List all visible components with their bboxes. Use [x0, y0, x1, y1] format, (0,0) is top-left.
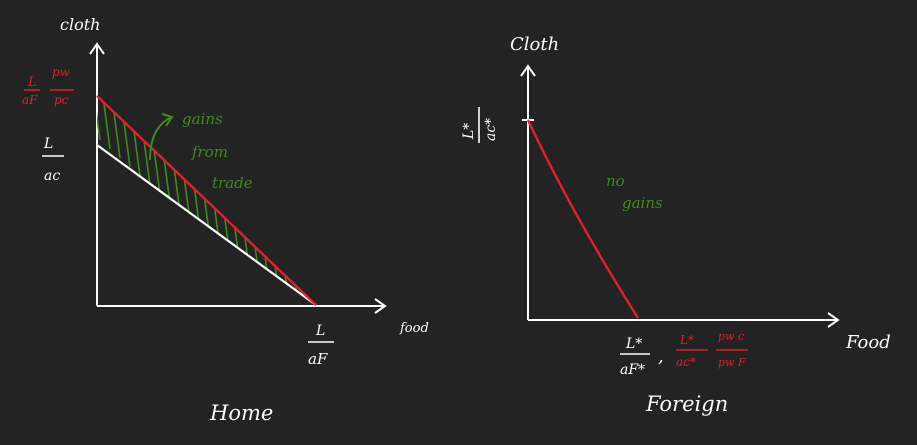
foreign-x-intercept-trade-label: L* ac* pw c pw F [676, 330, 748, 369]
gains-line-2: from [191, 143, 228, 161]
gains-hatch-stroke [121, 106, 131, 168]
foreign-ppf-line [526, 119, 640, 319]
home-autarky-ppf-line [96, 144, 317, 306]
home-x-axis-label: food [399, 321, 429, 336]
home-x-intercept-num: L [315, 323, 325, 339]
foreign-x-intercept-num: L* [625, 336, 642, 352]
foreign-x-axis-arrowhead [827, 312, 840, 328]
gains-hatch-stroke [141, 124, 151, 186]
foreign-x-intercept-label: L* aF* , [620, 336, 664, 378]
home-panel: cloth L aF pw pc L ac L aF food gains [22, 15, 429, 425]
home-x-intercept-label: L aF [308, 323, 334, 368]
no-gains-line-2: gains [622, 194, 663, 212]
gains-hatch-stroke [271, 241, 281, 303]
foreign-trade-price-num: pw c [718, 330, 744, 343]
gains-hatch-stroke [251, 223, 261, 285]
home-x-intercept-den: aF [308, 350, 328, 368]
gains-hatch-stroke [111, 97, 121, 159]
home-trade-price-den: pc [54, 93, 69, 107]
home-autarky-den: ac [44, 168, 60, 184]
foreign-y-intercept-num: L* [461, 123, 477, 140]
foreign-x-axis-label: Food [845, 332, 891, 353]
gains-line-1: gains [182, 110, 223, 128]
gains-hatch-stroke [261, 232, 271, 294]
home-y-intercept-autarky-label: L ac [42, 136, 64, 184]
gains-arrow [149, 116, 173, 161]
foreign-y-axis-label: Cloth [510, 34, 559, 55]
home-trade-ratio-num: L [27, 75, 37, 90]
foreign-panel: Cloth L* ac* L* aF* , L* ac* pw c pw F F… [461, 34, 891, 416]
home-trade-line [96, 95, 317, 306]
gains-hatch-stroke [97, 96, 101, 141]
gains-hatch-stroke [241, 214, 251, 276]
gains-hatch-stroke [201, 178, 211, 240]
foreign-trade-ratio-den: ac* [676, 355, 696, 369]
home-autarky-num: L [43, 136, 53, 152]
gains-hatch-stroke [191, 169, 201, 231]
foreign-trade-ratio-num: L* [679, 333, 694, 347]
gains-hatch-stroke [211, 187, 221, 249]
foreign-y-intercept-label: L* ac* [461, 107, 499, 143]
foreign-trade-price-den: pw F [718, 356, 746, 369]
foreign-x-intercept-den: aF* [620, 362, 645, 378]
gains-line-3: trade [212, 174, 253, 192]
home-y-axis-label: cloth [60, 15, 100, 34]
foreign-caption: Foreign [645, 392, 728, 416]
home-trade-price-num: pw [52, 65, 71, 79]
gains-hatch-stroke [101, 96, 111, 150]
gains-hatch-stroke [131, 115, 141, 177]
no-gains-annotation: no gains [606, 172, 663, 212]
home-y-intercept-trade-label: L aF pw pc [22, 65, 74, 107]
home-y-axis-arrowhead [89, 42, 105, 55]
home-trade-ratio-den: aF [22, 93, 38, 107]
home-caption: Home [209, 401, 273, 425]
home-x-axis-arrowhead [374, 298, 387, 314]
foreign-y-intercept-den: ac* [483, 118, 499, 141]
foreign-y-axis-arrowhead [520, 64, 536, 77]
gains-annotation: gains from trade [182, 110, 253, 192]
foreign-x-separator: , [658, 346, 664, 367]
no-gains-line-1: no [606, 172, 625, 190]
gains-hatch-stroke [221, 196, 231, 258]
gains-hatch-stroke [231, 205, 241, 267]
gains-arrowhead [161, 113, 174, 127]
